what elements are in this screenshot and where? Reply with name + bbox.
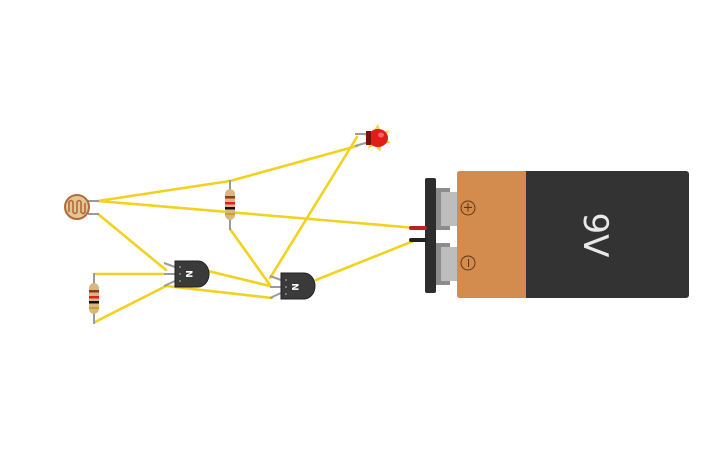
wires [93,135,418,324]
wire-ldr-to-battery-plus[interactable] [96,199,418,230]
resistor-2[interactable] [89,273,99,324]
wire-resistor-top-to-led[interactable] [228,144,359,183]
npn-transistor-1[interactable]: N [163,260,210,288]
transistor-1-type-label: N [186,270,196,278]
wire-transistor1-collector-to-transistor2[interactable] [206,269,272,288]
wire-resistor2-bottom-to-transistor1[interactable] [93,284,168,324]
battery-clip[interactable] [409,178,436,293]
photoresistor[interactable] [64,194,99,220]
transistor-2-type-label: N [292,283,302,291]
wire-ldr-to-resistor-top[interactable] [96,179,232,203]
wire-transistor2-to-battery-minus[interactable] [314,238,418,282]
battery-voltage-label: 9V [575,213,615,258]
wire-transistor1-to-transistor2[interactable] [164,284,274,300]
wire-transistor2-to-led[interactable] [268,135,359,280]
resistor-1[interactable] [225,180,235,230]
battery-plus-label: + [463,201,474,216]
wire-ldr-to-transistor1-base[interactable] [96,212,168,272]
battery-9v[interactable]: + − 9V [436,171,689,298]
npn-transistor-2[interactable]: N [269,272,316,300]
battery-minus-label: − [461,258,476,269]
wire-resistor-bottom-to-transistor2[interactable] [228,227,272,287]
led[interactable] [354,124,391,152]
